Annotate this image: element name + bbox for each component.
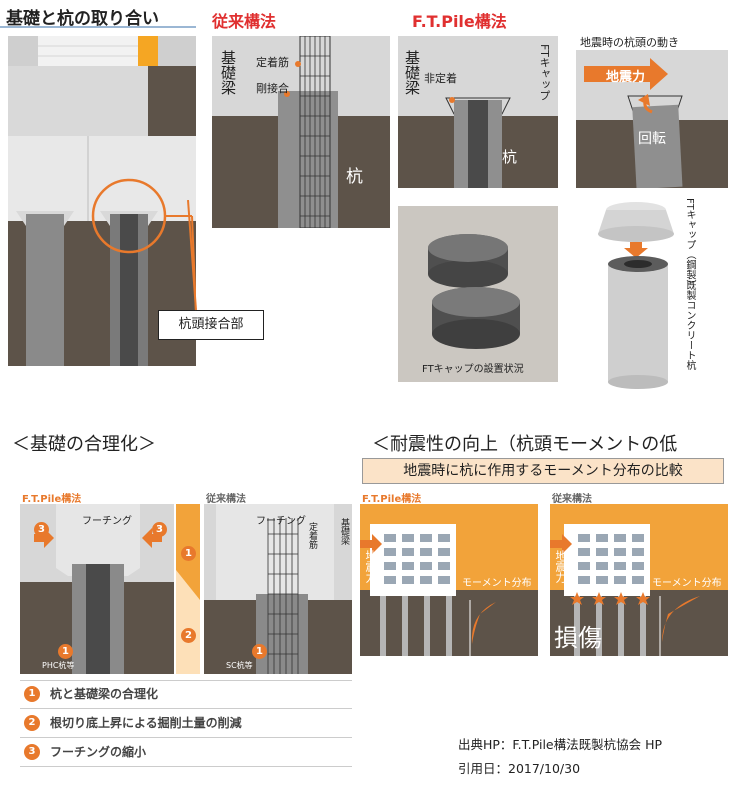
seismic-motion-drawing <box>576 50 728 188</box>
moment-conv-panel: 地震力 モーメント分布 損傷 <box>550 504 728 656</box>
marker-2-mid: 2 <box>181 628 196 643</box>
foundation-beam-label-ft: 基礎梁 <box>403 50 421 95</box>
title-rationalization: ＜基礎の合理化＞ <box>12 434 156 455</box>
legend-divider-3 <box>20 766 352 767</box>
moment-ft-drawing <box>360 504 538 656</box>
legend-item-3: 3 フーチングの縮小 <box>24 743 146 760</box>
anchor-rebar-label-small: 定着筋 <box>307 522 317 549</box>
pile-head-joint-callout: 杭頭接合部 <box>158 310 264 340</box>
title-seismic: ＜耐震性の向上（杭頭モーメントの低 <box>372 434 678 455</box>
cap-caption: FTキャップの設置状況 <box>422 364 524 375</box>
non-anchor-label: 非定着 <box>424 72 457 85</box>
moment-dist-label-conv: モーメント分布 <box>652 578 722 589</box>
pile-label-ft: 杭 <box>502 148 518 166</box>
seismic-force-vertical-ft: 地震力 <box>364 550 377 583</box>
title-ftpile: F.T.Pile構法 <box>412 12 507 31</box>
cap-pile-drawing <box>598 202 674 389</box>
ftpile-drawing <box>398 36 558 188</box>
precast-pile-label: 既製コンクリート杭 <box>684 280 695 370</box>
title-joint: 基礎と杭の取り合い <box>6 9 159 29</box>
seismic-force-label: 地震力 <box>606 70 646 85</box>
rotation-label: 回転 <box>638 131 666 147</box>
marker-3-left: 3 <box>34 522 49 537</box>
phc-pile-label: PHC杭等 <box>42 661 75 670</box>
legend-divider-2 <box>20 737 352 738</box>
rigid-joint-label: 剛接合 <box>256 82 289 95</box>
rationalization-panel: フーチング フーチング 定着筋 基礎梁 PHC杭等 SC杭等 3 3 1 1 2… <box>20 504 352 674</box>
legend-text-1: 杭と基礎梁の合理化 <box>50 687 159 701</box>
joint-overview-drawing <box>8 36 196 366</box>
moment-conv-drawing <box>550 504 728 656</box>
foundation-beam-label: 基礎梁 <box>219 50 237 95</box>
legend-text-3: フーチングの縮小 <box>50 745 147 759</box>
ftpile-small-title: F.T.Pile構法 <box>22 494 82 505</box>
seismic-force-vertical-conv: 地震力 <box>554 550 567 583</box>
legend-text-2: 根切り底上昇による掘削土量の削減 <box>50 716 242 730</box>
credit-source: 出典HP：F.T.Pile構法既製杭協会 HP <box>458 737 663 752</box>
marker-1-ft: 1 <box>58 644 73 659</box>
legend-num-2: 2 <box>24 714 40 731</box>
title-conventional: 従来構法 <box>212 12 277 31</box>
seismic-motion-caption: 地震時の杭頭の動き <box>580 36 679 49</box>
cap-pile-panel: FTキャップ（鋼製） 既製コンクリート杭 <box>576 196 732 392</box>
pile-label: 杭 <box>346 167 363 187</box>
credit-date: 引用日：2017/10/30 <box>458 761 581 776</box>
ft-cap-steel-label: FTキャップ（鋼製） <box>684 198 695 290</box>
legend-num-3: 3 <box>24 743 40 760</box>
marker-1-conv: 1 <box>252 644 267 659</box>
callout-leader <box>187 200 197 311</box>
foundation-beam-label-small: 基礎梁 <box>339 518 349 545</box>
legend-num-1: 1 <box>24 685 40 702</box>
footing-label-conv: フーチング <box>256 516 306 527</box>
legend-item-1: 1 杭と基礎梁の合理化 <box>24 685 158 702</box>
conventional-drawing <box>212 36 390 228</box>
moment-compare-banner: 地震時に杭に作用するモーメント分布の比較 <box>362 458 724 484</box>
ft-cap-photo-drawing <box>398 206 558 382</box>
title-underline <box>0 26 196 28</box>
ft-cap-label: FTキャップ <box>538 44 551 101</box>
moment-ft-panel: 地震力 モーメント分布 <box>360 504 538 656</box>
legend-divider-1 <box>20 708 352 709</box>
seismic-motion-panel: 地震力 回転 <box>576 50 728 188</box>
moment-dist-label-ft: モーメント分布 <box>462 578 532 589</box>
sc-pile-label: SC杭等 <box>226 661 253 670</box>
rationalization-drawing <box>20 504 352 674</box>
footing-label-ft: フーチング <box>82 516 132 527</box>
legend-item-2: 2 根切り底上昇による掘削土量の削減 <box>24 714 242 731</box>
ftpile-panel: 基礎梁 非定着 FTキャップ 杭 <box>398 36 558 188</box>
damage-label: 損傷 <box>554 624 602 652</box>
conventional-small-title: 従来構法 <box>206 494 246 505</box>
marker-3-right: 3 <box>152 522 167 537</box>
conventional-panel: 基礎梁 定着筋 剛接合 杭 <box>212 36 390 228</box>
ftpile-small-title-2: F.T.Pile構法 <box>362 494 422 505</box>
marker-1-mid: 1 <box>181 546 196 561</box>
anchor-rebar-label: 定着筋 <box>256 56 289 69</box>
legend-divider-top <box>20 680 352 681</box>
conventional-small-title-2: 従来構法 <box>552 494 592 505</box>
ft-cap-photo: FTキャップの設置状況 <box>398 206 558 382</box>
